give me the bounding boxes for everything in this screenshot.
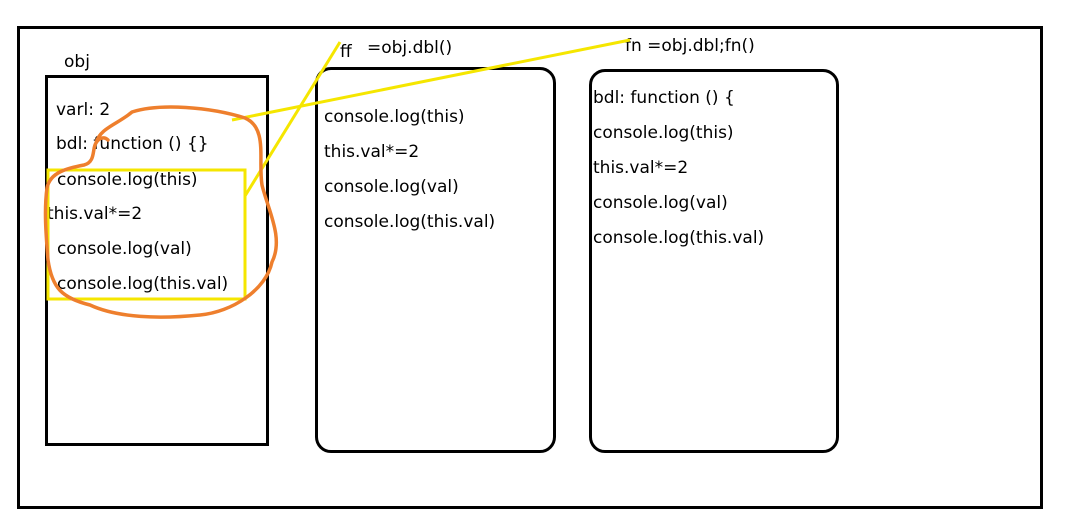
ff-assign: =obj.dbl(): [367, 38, 453, 58]
obj-code-line-1: console.log(this): [57, 170, 198, 190]
obj-code-line-4: console.log(this.val): [57, 274, 229, 294]
outer-frame: [17, 26, 1043, 509]
obj-code-line-2: this.val*=2: [47, 204, 143, 224]
ff-code-line-4: console.log(this.val): [324, 212, 496, 232]
ff-code-line-1: console.log(this): [324, 107, 465, 127]
fn-code-line-1: console.log(this): [593, 123, 734, 143]
fn-code-line-4: console.log(this.val): [593, 228, 765, 248]
ff-code-line-3: console.log(val): [324, 177, 459, 197]
obj-box: [45, 75, 269, 446]
obj-prop-varl: varl: 2: [56, 100, 111, 120]
fn-label: fn =obj.dbl;fn(): [625, 36, 755, 56]
fn-code-header: bdl: function () {: [593, 88, 735, 108]
ff-code-line-2: this.val*=2: [324, 142, 420, 162]
obj-code-line-3: console.log(val): [57, 239, 192, 259]
obj-prop-bdl: bdl: function () {}: [56, 134, 209, 154]
fn-code-line-2: this.val*=2: [593, 158, 689, 178]
obj-label: obj: [64, 52, 90, 72]
fn-code-line-3: console.log(val): [593, 193, 728, 213]
fn-box: [589, 69, 839, 453]
ff-name: ff: [340, 42, 352, 62]
